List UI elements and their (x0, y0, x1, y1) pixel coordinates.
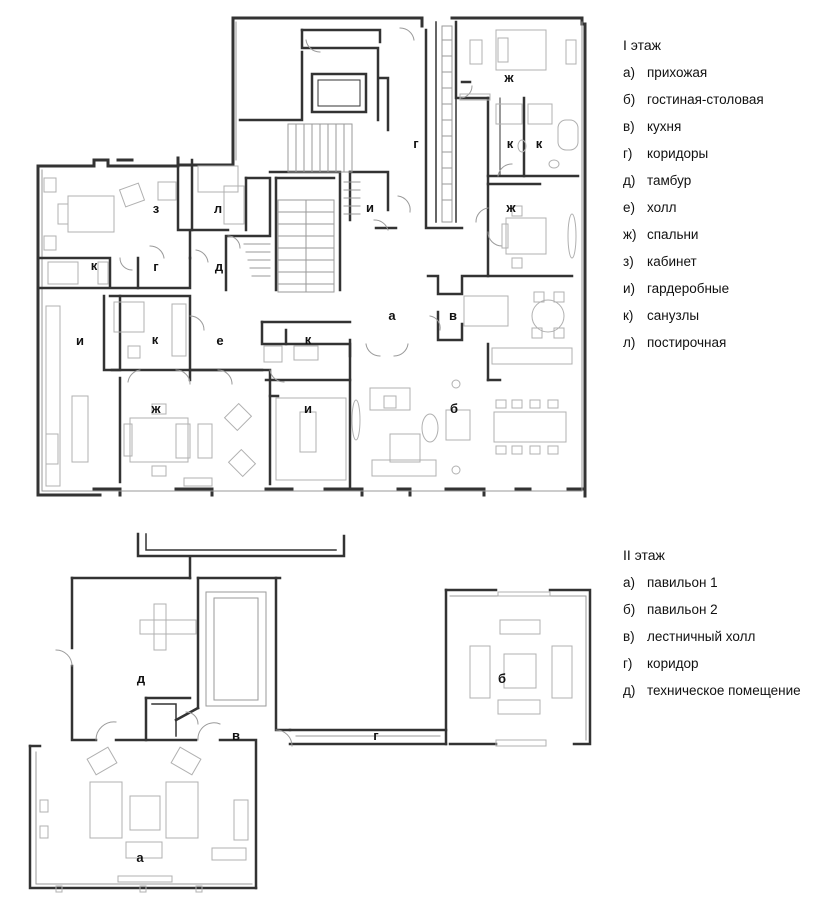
legend-key: ж) (623, 227, 637, 242)
floor2-room-letter-a: а (136, 850, 144, 865)
legend-key: е) (623, 200, 636, 215)
floor2-furniture (39, 591, 573, 893)
legend-label: коридоры (647, 146, 709, 161)
room-letter-k2: к (536, 136, 543, 151)
legend-label: кухня (647, 119, 682, 134)
room-letter-a: а (388, 308, 396, 323)
legend-item: б) павильон 2 (623, 601, 801, 628)
room-letter-k-mid: к (152, 332, 159, 347)
floor2-room-letters: д б в г а (136, 671, 506, 865)
legend-item: д) техническое помещение (623, 682, 801, 709)
room-letter-zh-right: ж (505, 200, 516, 215)
legend-key: д) (623, 683, 636, 698)
legend-label: тамбур (647, 173, 692, 188)
legend-key: г) (623, 656, 633, 671)
floor2-walls (28, 532, 592, 890)
legend-key: д) (623, 173, 636, 188)
legend-item: б) гостиная-столовая (623, 91, 764, 118)
floor2-plan (28, 532, 592, 893)
room-letter-k-small: к (305, 332, 312, 347)
legend-label: гардеробные (647, 281, 730, 296)
floor2-room-letter-d: д (137, 671, 146, 686)
legend-label: коридор (647, 656, 699, 671)
floor2-legend: II этаж а) павильон 1 б) павильон 2 в) лест… (623, 546, 801, 709)
floor1-interior-walls (36, 20, 580, 490)
room-letter-b: б (450, 401, 458, 416)
legend-item: г) коридор (623, 655, 801, 682)
legend-label: павильон 2 (647, 602, 718, 617)
room-letter-zh-top: ж (503, 70, 514, 85)
floor2-room-letter-v: в (232, 728, 240, 743)
floor2-legend-title: II этаж (623, 547, 665, 563)
legend-key: а) (623, 575, 636, 590)
legend-item: в) лестничный холл (623, 628, 801, 655)
floor1-room-letters: ж к к г ж з л и к г д а в и к е к ж и б (76, 70, 543, 416)
floor1-furniture (43, 29, 579, 487)
legend-item: л) постирочная (623, 334, 764, 361)
room-letter-k1: к (507, 136, 514, 151)
room-letter-i-bottom: и (304, 401, 312, 416)
legend-item: з) кабинет (623, 253, 764, 280)
legend-label: лестничный холл (647, 629, 756, 644)
room-letter-k-left: к (91, 258, 98, 273)
room-letter-v: в (449, 308, 457, 323)
legend-key: в) (623, 119, 635, 134)
legend-item: а) прихожая (623, 64, 764, 91)
legend-item: д) тамбур (623, 172, 764, 199)
legend-label: павильон 1 (647, 575, 718, 590)
floor1-outer-walls (36, 16, 587, 498)
floor2-room-letter-g: г (373, 728, 379, 743)
legend-item: к) санузлы (623, 307, 764, 334)
floor1-legend-title: I этаж (623, 37, 662, 53)
legend-label: кабинет (647, 254, 697, 269)
legend-item: а) павильон 1 (623, 574, 801, 601)
legend-key: б) (623, 602, 636, 617)
room-letter-z: з (153, 201, 160, 216)
legend-key: в) (623, 629, 635, 644)
legend-key: и) (623, 281, 636, 296)
legend-key: к) (623, 308, 634, 323)
legend-key: л) (623, 335, 636, 350)
legend-item: в) кухня (623, 118, 764, 145)
room-letter-e: е (216, 333, 223, 348)
floor2-room-letter-b: б (498, 671, 506, 686)
room-letter-d: д (215, 259, 224, 274)
legend-label: прихожая (647, 65, 708, 80)
legend-label: техническое помещение (647, 683, 801, 698)
room-letter-i-small: и (366, 200, 374, 215)
room-letter-i-big: и (76, 333, 84, 348)
room-letter-g: г (413, 136, 419, 151)
room-letter-g-small: г (153, 259, 159, 274)
floor1-legend: I этаж а) прихожая б) гостиная-столовая в)… (623, 36, 764, 361)
floor2-doors (55, 649, 293, 747)
legend-label: постирочная (647, 335, 727, 350)
floor1-doors (119, 27, 513, 385)
legend-key: г) (623, 146, 633, 161)
legend-key: а) (623, 65, 636, 80)
legend-item: г) коридоры (623, 145, 764, 172)
legend-item: ж) спальни (623, 226, 764, 253)
floor1-glazing-lines (41, 21, 583, 492)
room-letter-zh-bottom: ж (150, 401, 161, 416)
legend-key: б) (623, 92, 636, 107)
legend-label: санузлы (647, 308, 700, 323)
legend-label: спальни (647, 227, 699, 242)
legend-item: и) гардеробные (623, 280, 764, 307)
floor2-thin-lines (35, 591, 587, 885)
legend-key: з) (623, 254, 634, 269)
floor1-plan (36, 16, 587, 498)
legend-label: холл (647, 200, 677, 215)
legend-label: гостиная-столовая (647, 92, 764, 107)
room-letter-l: л (214, 201, 222, 216)
floor1-stairs (243, 25, 453, 293)
legend-item: е) холл (623, 199, 764, 226)
